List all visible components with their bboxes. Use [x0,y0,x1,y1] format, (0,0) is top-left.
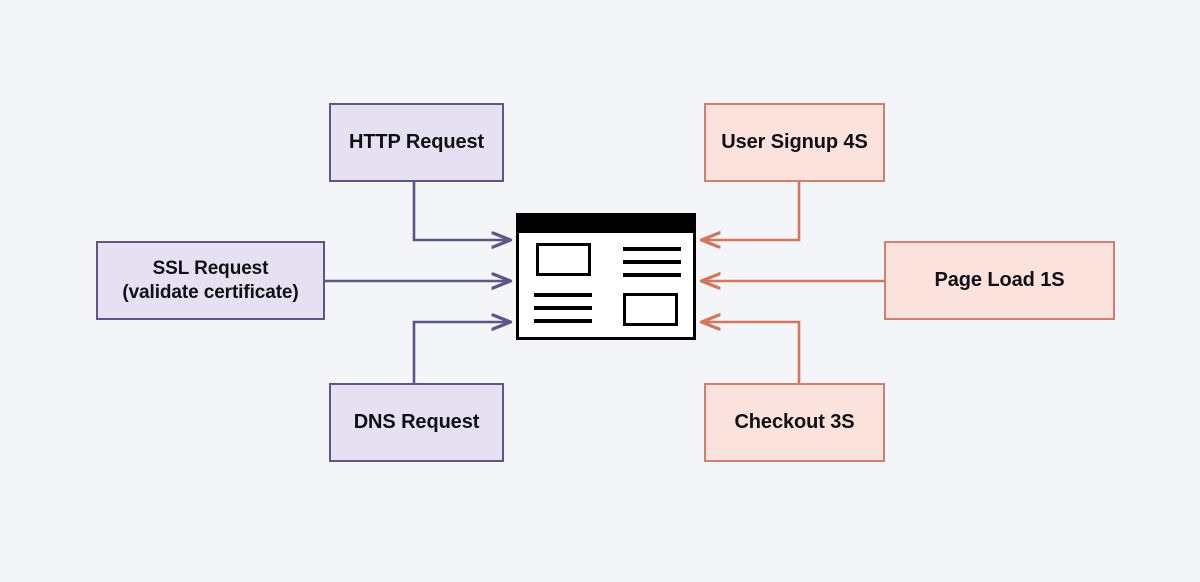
node-dns-request-label: DNS Request [353,411,480,434]
mockup-image-block-bottom-right [623,293,678,326]
mockup-text-line [623,247,681,251]
node-ssl-request[interactable]: SSL Request (validate certificate) [96,241,325,320]
mockup-text-line [534,293,592,297]
mockup-text-line [623,273,681,277]
node-dns-request[interactable]: DNS Request [329,383,504,462]
node-page-load-label: Page Load 1S [934,269,1065,292]
node-user-signup[interactable]: User Signup 4S [704,103,885,182]
node-http-request-label: HTTP Request [348,131,485,154]
node-checkout-label: Checkout 3S [734,411,855,434]
mockup-image-block-top-left [536,243,591,276]
node-http-request[interactable]: HTTP Request [329,103,504,182]
node-page-load[interactable]: Page Load 1S [884,241,1115,320]
node-user-signup-label: User Signup 4S [721,131,868,154]
edge-checkout-to-page [702,322,801,383]
node-checkout[interactable]: Checkout 3S [704,383,885,462]
edge-user-signup-to-page [702,182,801,240]
mockup-text-line [623,260,681,264]
web-page-mockup-icon[interactable] [516,213,696,340]
node-ssl-request-label: SSL Request (validate certificate) [122,258,299,303]
edge-dns-to-page [412,322,510,383]
mockup-text-line [534,319,592,323]
mockup-title-bar [519,216,693,233]
edge-http-to-page [412,182,510,240]
mockup-text-line [534,306,592,310]
